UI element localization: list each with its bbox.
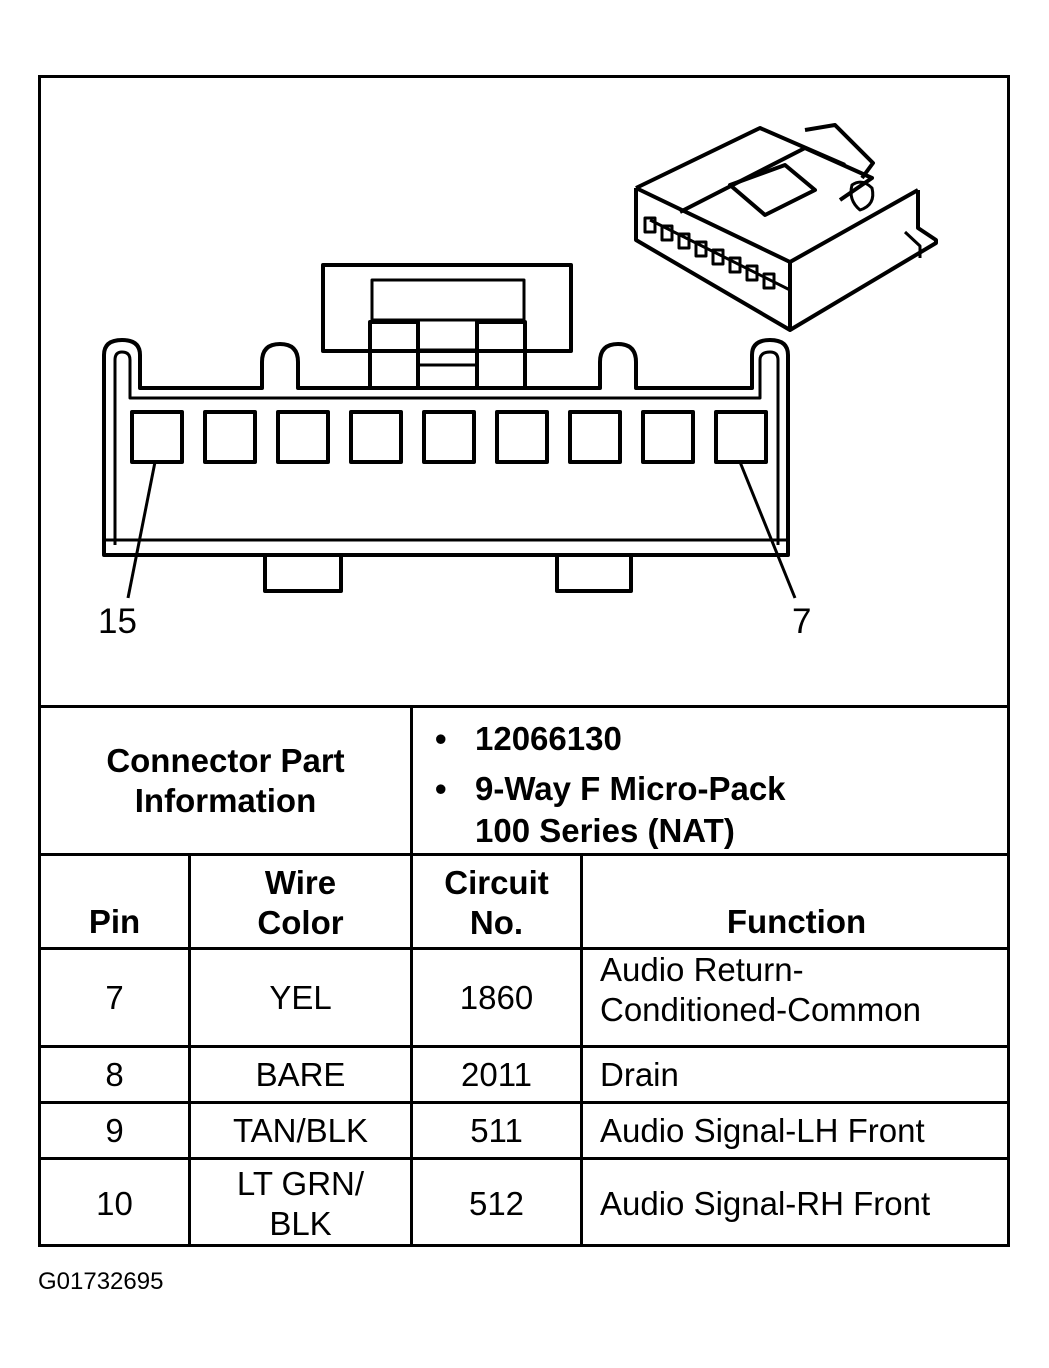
- row-wire-color: YEL: [269, 978, 332, 1016]
- pin-label-15: 15: [98, 602, 137, 641]
- divider-line: [38, 853, 1010, 856]
- header-circuit-line2: No.: [469, 903, 524, 941]
- header-wire-color: Wire Color: [191, 858, 410, 947]
- pin-cavity: [130, 410, 184, 464]
- divider-line: [38, 1157, 1010, 1160]
- row-wire-color: TAN/BLK: [232, 1111, 369, 1149]
- pin-cavity: [203, 410, 257, 464]
- header-circuit: Circuit No.: [413, 858, 580, 947]
- figure-id: G01732695: [38, 1268, 164, 1295]
- pin-label-7: 7: [792, 602, 812, 641]
- row-function-line2: Conditioned-Common: [600, 991, 921, 1028]
- header-pin: Pin: [88, 903, 141, 940]
- row-circuit: 511: [470, 1111, 523, 1149]
- part-description-item: • 9-Way F Micro-Pack 100 Series (NAT): [435, 768, 786, 852]
- row-wire-color-line1: LT GRN/: [236, 1164, 365, 1202]
- header-circuit-line1: Circuit: [444, 863, 549, 901]
- part-description-line2: 100 Series (NAT): [475, 812, 735, 849]
- figure-frame: [38, 75, 1010, 1247]
- divider-line: [38, 1045, 1010, 1048]
- row-wire-color: BARE: [255, 1055, 346, 1093]
- pin-cavity: [349, 410, 403, 464]
- header-wire-color-line2: Color: [257, 903, 344, 941]
- row-pin: 9: [105, 1111, 124, 1149]
- row-pin: 7: [105, 978, 124, 1016]
- row-function: Audio Signal-LH Front: [600, 1111, 925, 1149]
- bottom-key-right: [555, 553, 633, 593]
- row-function-line1: Audio Return-: [600, 951, 804, 988]
- divider-line: [580, 853, 583, 1247]
- pin-cavity: [495, 410, 549, 464]
- part-description: 9-Way F Micro-Pack 100 Series (NAT): [475, 768, 786, 852]
- row-pin: 8: [105, 1055, 124, 1093]
- row-circuit: 512: [468, 1184, 525, 1222]
- pin-cavity: [641, 410, 695, 464]
- connector-iso-sketch: [634, 123, 938, 332]
- header-function: Function: [726, 903, 867, 940]
- pin-cavity: [714, 410, 768, 464]
- row-function: Drain: [600, 1055, 679, 1093]
- row-wire-color: LT GRN/ BLK: [191, 1160, 410, 1247]
- part-number-item: • 12066130: [435, 718, 786, 760]
- divider-line: [38, 1101, 1010, 1104]
- bullet-icon: •: [435, 770, 447, 807]
- header-wire-color-line1: Wire: [264, 863, 337, 901]
- part-description-line1: 9-Way F Micro-Pack: [475, 770, 786, 807]
- row-function: Audio Signal-RH Front: [600, 1184, 931, 1222]
- row-circuit: 1860: [459, 978, 534, 1016]
- part-number: 12066130: [475, 720, 622, 757]
- connector-latch-inner: [370, 278, 526, 322]
- divider-line: [410, 705, 413, 855]
- row-function: Audio Return- Conditioned-Common: [583, 950, 1010, 1045]
- pin-cavity: [568, 410, 622, 464]
- part-info-label-line1: Connector Part: [106, 741, 345, 779]
- latch-post-right: [475, 320, 527, 390]
- leader-line-15: [126, 461, 157, 599]
- pin-cavity: [422, 410, 476, 464]
- part-info-values: • 12066130 • 9-Way F Micro-Pack 100 Seri…: [435, 718, 786, 852]
- bullet-icon: •: [435, 720, 447, 757]
- divider-line: [38, 947, 1010, 950]
- pin-cavity: [276, 410, 330, 464]
- bottom-key-left: [263, 553, 343, 593]
- row-circuit: 2011: [461, 1055, 532, 1093]
- latch-post-left: [368, 320, 420, 390]
- part-info-label-line2: Information: [134, 781, 317, 819]
- connector-diagram: [102, 123, 938, 599]
- part-info-label: Connector Part Information: [41, 708, 410, 853]
- divider-line: [188, 853, 191, 1247]
- divider-line: [38, 705, 1010, 708]
- connector-body: [102, 338, 790, 557]
- row-pin: 10: [96, 1184, 133, 1222]
- pin-cavities: [130, 410, 768, 464]
- row-wire-color-line2: BLK: [269, 1204, 332, 1242]
- divider-line: [410, 853, 413, 1247]
- leader-line-7: [738, 461, 797, 599]
- connector-latch: [321, 263, 573, 353]
